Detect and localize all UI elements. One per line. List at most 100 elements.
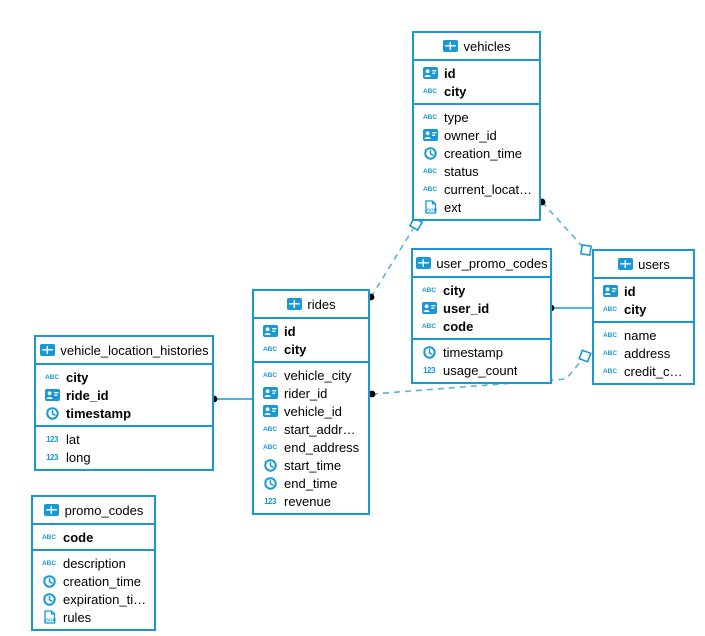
field-name: timestamp: [443, 344, 503, 360]
table-header[interactable]: user_promo_codes: [413, 250, 550, 278]
field-name: type: [444, 109, 469, 125]
field-name: start_address: [284, 421, 362, 437]
table-header[interactable]: users: [594, 251, 693, 279]
field-name: expiration_time: [63, 591, 148, 607]
abc-text-icon: ABC: [602, 349, 618, 357]
abc-text-icon: ABC: [262, 345, 278, 353]
table-row[interactable]: timestamp: [36, 404, 212, 422]
table-row[interactable]: ABC start_address: [254, 420, 368, 438]
edge-dot-endpoint: [368, 390, 376, 398]
svg-text:JSON: JSON: [43, 618, 56, 623]
123-number-icon: 123: [46, 434, 58, 444]
abc-text-icon: ABC: [422, 113, 438, 121]
relationship-rides-to-users[interactable]: [371, 359, 583, 395]
abc-text-icon: ABC: [422, 167, 438, 175]
table-name: vehicle_location_histories: [60, 342, 209, 358]
field-name: name: [624, 327, 657, 343]
table-row[interactable]: rider_id: [254, 384, 368, 402]
uuid-id-card-icon: [419, 301, 439, 315]
abc-text-icon: ABC: [421, 322, 437, 330]
table-row[interactable]: ABC address: [594, 344, 693, 362]
clock-timestamp-icon: [420, 146, 440, 160]
table-row[interactable]: end_time: [254, 474, 368, 492]
table-row[interactable]: owner_id: [414, 126, 539, 144]
table-row[interactable]: user_id: [413, 299, 550, 317]
abc-text-icon: ABC: [422, 87, 438, 95]
abc-text-icon: ABC: [41, 533, 57, 541]
clock-timestamp-icon: [260, 476, 280, 490]
table-header[interactable]: vehicles: [414, 33, 539, 61]
field-name: ext: [444, 199, 462, 215]
field-name: creation_time: [63, 573, 142, 589]
table-row[interactable]: ABC city: [36, 368, 212, 386]
table-row[interactable]: ABC code: [33, 528, 154, 546]
table-header[interactable]: vehicle_location_histories: [36, 337, 212, 365]
clock-timestamp-icon: [39, 574, 59, 588]
abc-text-icon: ABC: [44, 373, 60, 381]
field-name: address: [624, 345, 671, 361]
table-row[interactable]: id: [594, 282, 693, 300]
abc-text-icon: ABC: [41, 559, 57, 567]
field-name: timestamp: [66, 405, 132, 421]
table-row[interactable]: creation_time: [33, 572, 154, 590]
abc-text-icon: ABC: [262, 371, 278, 379]
table-header[interactable]: rides: [254, 291, 368, 319]
uuid-id-card-icon: [42, 388, 62, 402]
table-row[interactable]: ABC type: [414, 108, 539, 126]
table-header[interactable]: promo_codes: [33, 497, 154, 525]
field-name: end_address: [284, 439, 360, 455]
abc-text-icon: ABC: [602, 305, 618, 313]
abc-text-icon: ABC: [262, 425, 278, 433]
relationship-vehicles-to-users[interactable]: [541, 201, 583, 247]
table-row[interactable]: timestamp: [413, 343, 550, 361]
abc-text-icon: ABC: [422, 185, 438, 193]
table-grid-icon: [415, 256, 431, 270]
field-name: city: [66, 369, 89, 385]
json-document-icon: JSON: [39, 610, 59, 624]
table-row[interactable]: expiration_time: [33, 590, 154, 608]
table-row[interactable]: id: [414, 64, 539, 82]
field-name: creation_time: [444, 145, 523, 161]
field-name: id: [624, 283, 636, 299]
table-row[interactable]: id: [254, 322, 368, 340]
table-row[interactable]: start_time: [254, 456, 368, 474]
table-row[interactable]: creation_time: [414, 144, 539, 162]
field-name: code: [63, 529, 94, 545]
field-name: start_time: [284, 457, 342, 473]
table-row[interactable]: vehicle_id: [254, 402, 368, 420]
table-row[interactable]: ride_id: [36, 386, 212, 404]
field-name: usage_count: [443, 362, 518, 378]
relationship-rides-to-vehicles[interactable]: [370, 228, 414, 298]
